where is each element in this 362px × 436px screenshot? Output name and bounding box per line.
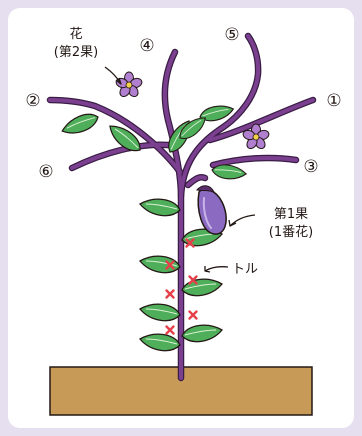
branch-6-label: ⑥ [38,162,53,182]
eggplant-fruit [197,186,226,234]
branch-5-label: ⑤ [224,25,239,45]
branch-1-label: ① [326,91,341,111]
flower-label: 花 [69,26,82,42]
branch-4-label: ④ [139,36,154,56]
remove-label: トル [232,262,258,277]
branch-3-label: ③ [303,157,318,177]
branch-2-label: ② [25,91,40,111]
first-fruit-sub-label: (1番花) [269,224,313,240]
flower-icon [115,72,143,98]
first-fruit-label: 第1果 [274,207,308,222]
flower-sub-label: (第2果) [54,45,98,60]
